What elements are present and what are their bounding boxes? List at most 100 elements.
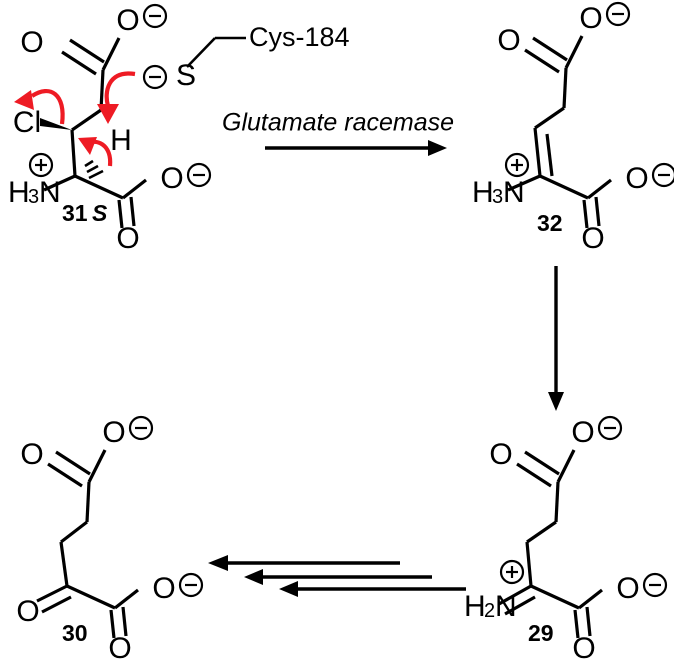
bond-c1-o-double-b: [585, 606, 592, 637]
atom-label-Cl: Cl: [13, 106, 41, 139]
atom-label-O: O: [16, 595, 39, 628]
charge-minus-icon: [605, 1, 631, 27]
bond-c1-ominus: [587, 178, 612, 200]
svg-text:S: S: [92, 200, 108, 226]
charge-minus-icon: [178, 572, 204, 598]
bond-c-o-double-a: [69, 38, 105, 64]
charge-minus-icon: [651, 162, 674, 188]
arrow-29-to-30-b: [244, 569, 432, 585]
bond-c1-o-double-b: [594, 196, 601, 227]
bond-c2-nitrogen: [43, 174, 76, 192]
bond-c1-o-double-a: [582, 199, 589, 229]
svg-text:N: N: [495, 590, 517, 623]
atom-label-O: O: [572, 632, 595, 665]
compound-label-29: 29: [528, 620, 554, 646]
atom-label-O: O: [489, 438, 512, 471]
svg-text:H: H: [464, 590, 486, 623]
atom-label-S: S: [176, 59, 196, 92]
residue-label: Cys-184: [249, 22, 350, 52]
bond-c1-o-double-a: [109, 609, 116, 639]
atom-label-H3N: H 3 N: [472, 176, 525, 209]
bond-c-ominus: [87, 449, 107, 483]
arrow-29-to-30-c: [279, 581, 466, 597]
bond-c1-o-double-a: [573, 609, 580, 639]
bond-ch2-c2: [525, 541, 533, 587]
enzyme-label: Glutamate racemase: [222, 109, 454, 137]
bond-c-ominus: [556, 449, 576, 483]
bond-c-nitrogen: [507, 174, 541, 192]
bond-carboxyl-ch2: [562, 67, 568, 109]
bond-c1-ominus: [122, 178, 147, 200]
atom-label-O: O: [579, 2, 602, 35]
svg-text:H: H: [472, 176, 494, 209]
svg-text:N: N: [503, 176, 525, 209]
mechanism-arrows: [14, 71, 136, 167]
bond-cn-double-b: [504, 595, 536, 616]
bond-ch2-ch2: [526, 520, 557, 544]
arrow-29-to-30-a: [208, 555, 400, 571]
structure-31S: O O Cl H O O H 3 N 31 S: [8, 3, 212, 255]
bond-c-o-double-a: [532, 36, 568, 62]
bond-c-o-double-b: [47, 462, 83, 488]
charge-minus-icon: [642, 572, 668, 598]
atom-label-O: O: [160, 162, 183, 195]
arrow-31-to-32: Glutamate racemase: [222, 109, 454, 156]
bond-carboxyl-ch2: [99, 69, 105, 111]
reaction-arrow-head: [279, 581, 298, 597]
bond-c-o-double-a: [55, 450, 91, 476]
bond-ch2-ch2: [60, 520, 88, 544]
atom-label-O: O: [616, 572, 639, 605]
bond-ch2-c2: [59, 541, 69, 587]
bond-carboxyl-ch2: [85, 481, 91, 523]
bond-cn-double-a: [498, 584, 532, 606]
hash-bond-to-hydrogen: [84, 159, 104, 180]
atom-label-O: O: [116, 4, 139, 37]
arrow-to-chloride-head: [14, 90, 34, 110]
charge-plus-icon: [499, 559, 525, 585]
atom-label-O: O: [108, 632, 131, 665]
bond-c-ominus: [101, 37, 121, 71]
atom-label-H2N: H 2 N: [464, 590, 517, 623]
atom-label-O: O: [102, 416, 125, 449]
svg-text:N: N: [39, 176, 61, 209]
bond-s-ch2: [186, 37, 216, 68]
bond-c3-c2: [70, 129, 77, 177]
structure-29: O O O O H 2 N 29: [464, 415, 668, 665]
atom-label-O: O: [571, 416, 594, 449]
charge-minus-icon: [128, 415, 154, 441]
atom-label-O: O: [625, 162, 648, 195]
arrow-thiolate-to-hydrogen: [104, 71, 136, 107]
compound-label-30: 30: [62, 620, 88, 646]
svg-text:2: 2: [484, 600, 495, 622]
atom-label-H3N: H 3 N: [8, 176, 61, 209]
bond-ch2-ch: [534, 106, 565, 130]
bond-c-o-double-b: [524, 48, 560, 74]
bond-c-o-double-a: [524, 450, 560, 476]
wedge-bond-to-chlorine: [40, 118, 72, 130]
charge-plus-icon: [504, 152, 530, 178]
charge-minus-icon: [186, 162, 212, 188]
arrow-32-to-29: [548, 266, 564, 411]
bond-carboxyl-ch2: [554, 481, 560, 523]
atom-label-O: O: [20, 26, 43, 59]
bond-c-carboxyl: [530, 584, 580, 610]
bond-c2-carboxyl: [74, 174, 124, 200]
bond-c-ominus: [564, 35, 584, 69]
bond-c1-ominus: [114, 588, 139, 610]
atom-label-O: O: [581, 222, 604, 255]
cys-184-residue: S Cys-184: [142, 22, 350, 92]
bond-cc-double-a: [533, 127, 542, 177]
bond-c1-o-double-b: [129, 196, 136, 227]
atom-label-O: O: [20, 438, 43, 471]
svg-text:3: 3: [492, 186, 503, 208]
bond-c1-ominus: [578, 588, 603, 610]
arrow-thiolate-to-hydrogen-head: [97, 104, 119, 124]
reaction-arrow-head: [244, 569, 263, 585]
charge-minus-icon: [142, 3, 168, 29]
bond-c-o-double-b: [61, 50, 97, 76]
reaction-arrow-head: [428, 140, 447, 156]
atom-label-O: O: [497, 24, 520, 57]
bond-c1-o-double-b: [121, 606, 128, 637]
arrows-29-to-30: [208, 555, 466, 597]
bond-ch2-c3: [71, 108, 102, 132]
